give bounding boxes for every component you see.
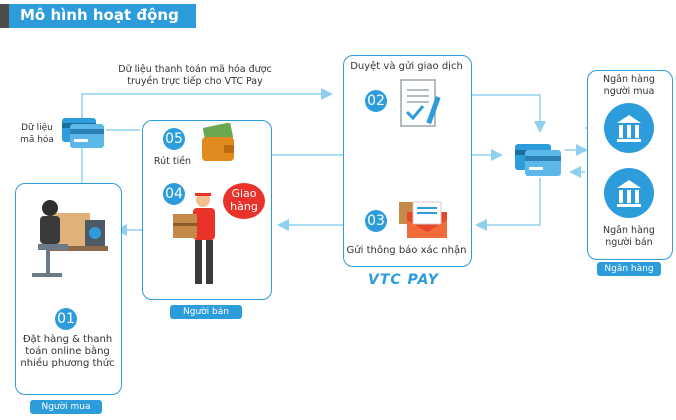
vtcpay-logo: VTC PAY [368, 272, 439, 288]
encrypted-data-line1: Dữ liệu [21, 123, 53, 133]
bank-card-icon [515, 144, 561, 176]
bank-building-icon [617, 115, 641, 142]
wallet-icon [202, 123, 234, 161]
buyer-at-computer-icon [32, 200, 108, 277]
buyer-bank-label: Ngân hàng người mua [588, 74, 670, 98]
bank-panel [587, 70, 673, 260]
delivery-bubble-line1: Giao [231, 187, 257, 200]
buyer-tab: Người mua [30, 400, 102, 414]
step-01-line2: toán online bằng [25, 346, 110, 357]
buyer-bank-line1: Ngân hàng [603, 74, 655, 85]
step-05-badge: 05 [163, 128, 185, 150]
top-message-line1: Dữ liệu thanh toán mã hóa được [118, 64, 272, 75]
step-01-line1: Đặt hàng & thanh [22, 334, 113, 345]
seller-bank-line1: Ngân hàng [603, 225, 655, 236]
bank-tab: Ngân hàng [597, 262, 661, 276]
delivery-bubble: Giao hàng [223, 183, 265, 219]
envelope-icon [399, 201, 447, 238]
top-message: Dữ liệu thanh toán mã hóa được truyền tr… [105, 64, 285, 88]
document-check-icon [400, 79, 441, 127]
credit-card-icon [62, 118, 104, 148]
step-03-badge: 03 [365, 210, 387, 232]
bank-building-icon [617, 180, 641, 207]
seller-tab: Người bán [170, 305, 242, 319]
title-accent [0, 4, 9, 28]
step-01-badge: 01 [55, 308, 77, 330]
step-01-text: Đặt hàng & thanh toán online bằng nhiều … [16, 334, 119, 370]
buyer-bank-icon [604, 103, 654, 153]
seller-bank-line2: người bán [605, 237, 653, 248]
encrypted-data-label: Dữ liệu mã hóa [8, 122, 66, 146]
seller-bank-label: Ngân hàng người bán [588, 225, 670, 249]
step-01-line3: nhiều phương thức [20, 358, 115, 369]
step-05-label: Rút tiền [153, 156, 192, 167]
step-03-label: Gửi thông báo xác nhận [346, 245, 467, 256]
encrypted-data-line2: mã hóa [20, 135, 54, 145]
seller-bank-icon [604, 168, 654, 218]
step-02-label: Duyệt và gửi giao dịch [350, 61, 463, 72]
page-title: Mô hình hoạt động [20, 6, 179, 24]
step-04-badge: 04 [163, 183, 185, 205]
title-bar: Mô hình hoạt động [0, 4, 196, 28]
delivery-person-icon [173, 193, 215, 284]
top-message-line2: truyền trực tiếp cho VTC Pay [127, 76, 263, 87]
buyer-bank-line2: người mua [603, 86, 655, 97]
delivery-bubble-line2: hàng [230, 200, 258, 213]
step-02-badge: 02 [365, 90, 387, 112]
